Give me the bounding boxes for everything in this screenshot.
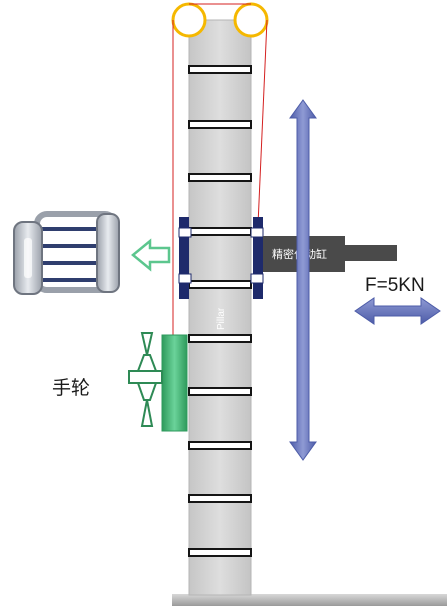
- handwheel-icon: [128, 332, 188, 432]
- pillar-rung: [188, 173, 252, 182]
- pillar-rung: [188, 120, 252, 129]
- cage-fixture-icon: [13, 211, 120, 295]
- handwheel-label: 手轮: [52, 377, 90, 399]
- pillar-rung: [188, 548, 252, 557]
- pillar-label: Pillar: [216, 307, 227, 330]
- pillar-rung: [188, 441, 252, 450]
- pulley-icon: [171, 2, 207, 38]
- pillar-rungs: [188, 65, 252, 557]
- pillar-rung: [188, 227, 252, 236]
- pillar-rung: [188, 494, 252, 503]
- pillar-rung: [188, 387, 252, 396]
- horizontal-double-arrow-icon: [354, 297, 441, 325]
- pulley-icon: [233, 2, 269, 38]
- pillar-rung: [188, 65, 252, 74]
- hollow-left-arrow-icon: [131, 238, 171, 272]
- carriage-bracket: [178, 217, 264, 299]
- pillar-rung: [188, 280, 252, 289]
- vertical-double-arrow-icon: [289, 99, 317, 461]
- pillar: [188, 19, 252, 596]
- precision-actuator: 精密作动缸: [263, 236, 397, 272]
- force-label: F=5KN: [365, 275, 425, 296]
- base-plate: [172, 594, 447, 606]
- pillar-rung: [188, 334, 252, 343]
